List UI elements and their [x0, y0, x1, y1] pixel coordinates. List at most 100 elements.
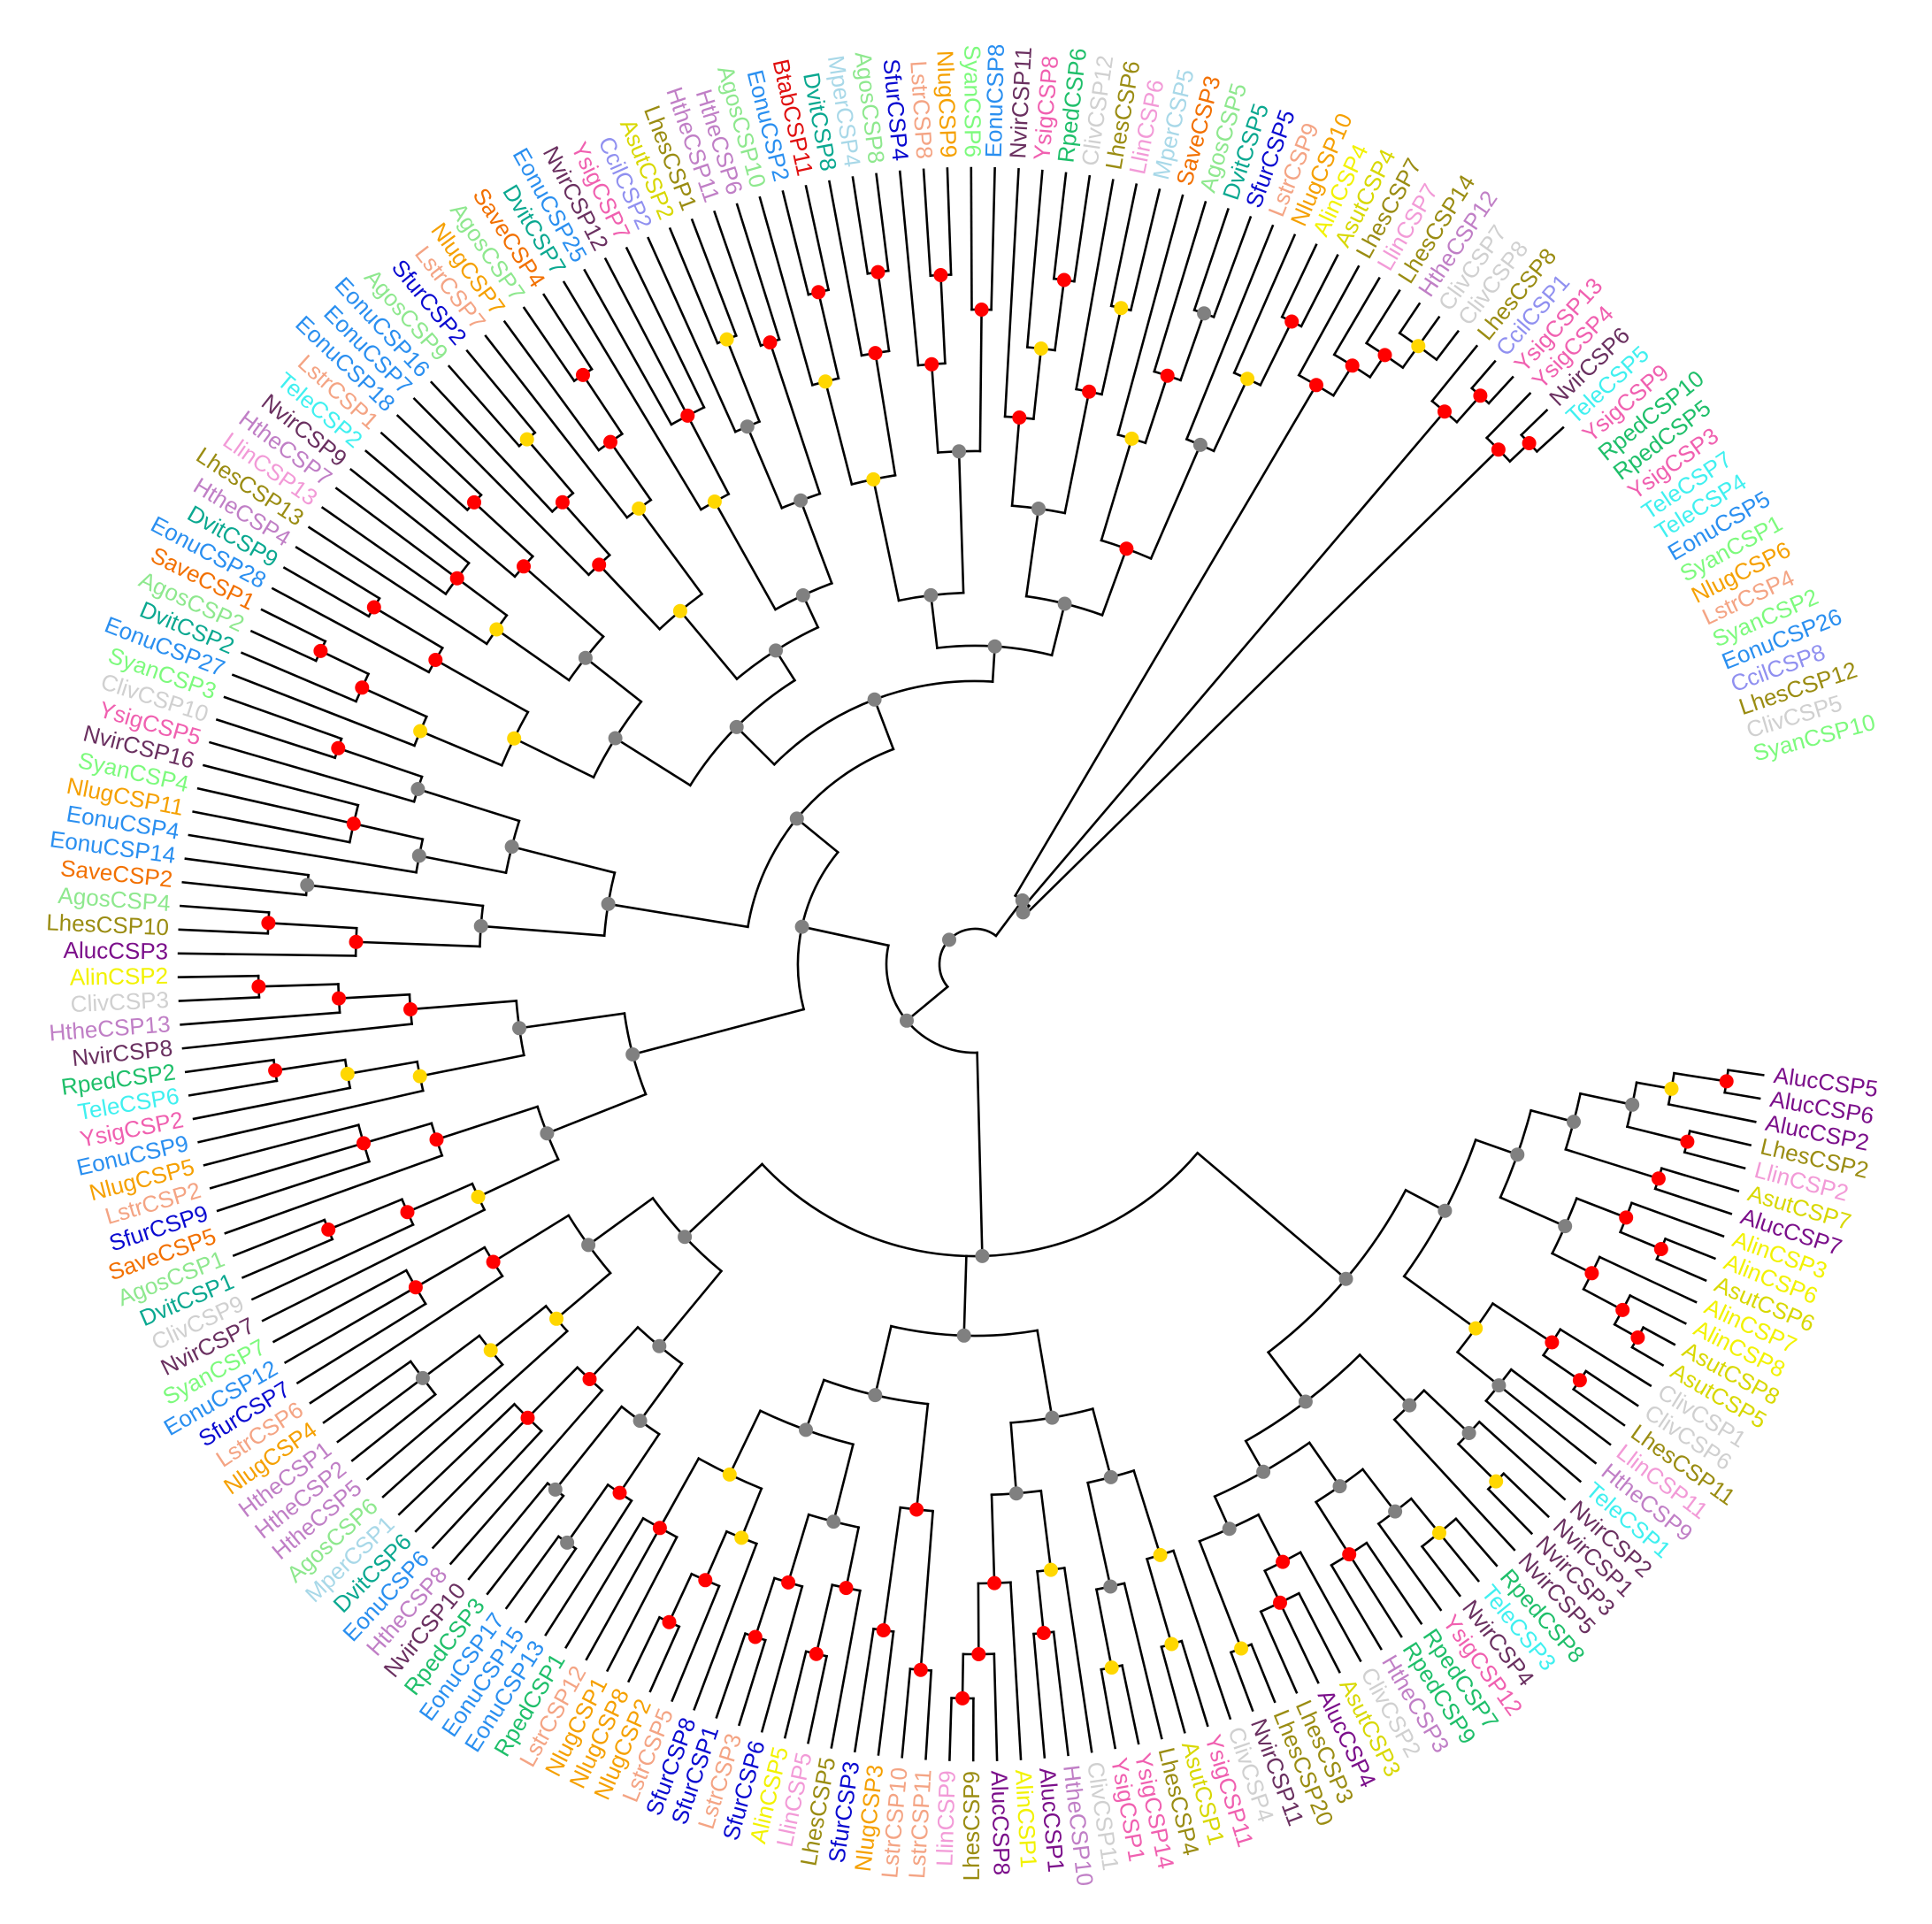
branch	[215, 717, 337, 760]
branch	[1297, 1591, 1341, 1674]
branch	[1094, 1588, 1114, 1669]
branch	[502, 319, 601, 452]
branch	[1024, 507, 1040, 598]
branch	[372, 605, 444, 650]
branch	[609, 440, 653, 502]
support-node-medium	[1124, 431, 1139, 446]
support-node-low	[729, 719, 744, 734]
branch	[799, 499, 833, 586]
support-node-low	[956, 1328, 971, 1343]
branch	[177, 974, 260, 979]
support-node-high	[971, 1647, 986, 1661]
branch	[693, 1542, 758, 1711]
support-node-high	[698, 1573, 713, 1588]
support-node-medium	[1489, 1474, 1504, 1489]
support-node-high	[486, 1254, 501, 1269]
support-node-low	[740, 419, 755, 434]
support-node-low	[1008, 1486, 1024, 1501]
branch	[1109, 183, 1138, 308]
branch	[871, 478, 901, 602]
tip-label: NlugCSP9	[932, 50, 962, 158]
support-node-high	[933, 268, 948, 282]
branch	[815, 1583, 834, 1656]
support-node-low	[625, 1047, 640, 1062]
branch	[1571, 1387, 1626, 1427]
branch	[830, 1589, 862, 1749]
branch	[1149, 443, 1202, 561]
branch	[1036, 1569, 1046, 1635]
branch	[553, 1405, 624, 1491]
support-node-high	[603, 434, 617, 449]
support-node-medium	[507, 731, 522, 746]
branch	[728, 1409, 763, 1476]
branch	[686, 414, 731, 496]
branch	[309, 1274, 504, 1405]
branch	[346, 1060, 419, 1076]
branch	[1619, 1230, 1663, 1251]
support-node-medium	[1432, 1525, 1446, 1540]
support-node-medium	[489, 622, 504, 637]
support-node-high	[268, 1063, 283, 1078]
support-node-medium	[818, 374, 833, 389]
branch	[1723, 1091, 1761, 1100]
branch	[350, 1392, 437, 1462]
branch	[412, 396, 591, 577]
support-node-low	[1057, 596, 1072, 611]
branch	[581, 373, 625, 436]
branch	[418, 1054, 525, 1078]
branch	[240, 651, 358, 703]
branch	[1655, 1257, 1707, 1283]
support-node-low	[1510, 1147, 1525, 1162]
branch	[1039, 1489, 1053, 1572]
branch	[946, 167, 953, 276]
branch	[1578, 1092, 1634, 1107]
branch	[1530, 1108, 1576, 1123]
support-node-low	[1491, 1378, 1506, 1393]
branch	[746, 425, 784, 510]
support-node-high	[400, 1205, 415, 1220]
support-node-low	[1015, 893, 1030, 908]
branch	[1123, 1582, 1163, 1740]
support-node-high	[1680, 1134, 1695, 1149]
support-node-low	[826, 1514, 841, 1529]
support-node-high	[1345, 358, 1360, 373]
branch	[1132, 1468, 1162, 1557]
support-node-high	[1719, 1074, 1734, 1089]
support-node-low	[608, 731, 623, 746]
support-node-high	[1619, 1210, 1634, 1225]
branch	[273, 1058, 347, 1072]
branch	[197, 1089, 425, 1144]
support-node-low	[1461, 1426, 1476, 1440]
branch	[783, 1650, 808, 1739]
branch	[192, 1086, 352, 1121]
support-node-high	[1273, 1595, 1287, 1610]
branch	[429, 380, 555, 514]
branch	[585, 1526, 662, 1661]
support-node-low	[1016, 905, 1031, 920]
support-node-high	[955, 1690, 970, 1706]
branch	[522, 306, 576, 383]
branch	[1025, 169, 1044, 349]
support-node-low	[987, 639, 1002, 654]
branch	[1376, 1522, 1443, 1612]
branch	[671, 1584, 721, 1703]
branch	[905, 985, 950, 1023]
branch	[337, 993, 411, 1000]
branch	[1300, 254, 1339, 328]
branch	[877, 271, 891, 353]
branch	[713, 500, 778, 611]
branch	[1358, 1353, 1412, 1407]
support-node-low	[1332, 1479, 1347, 1494]
branch	[365, 1362, 504, 1481]
support-node-high	[1438, 404, 1452, 419]
branch	[1484, 392, 1532, 440]
branch	[1195, 1151, 1348, 1281]
branch	[1486, 1487, 1534, 1536]
branch	[1256, 1513, 1284, 1564]
branch	[1100, 306, 1123, 396]
branch	[380, 431, 470, 512]
branch	[202, 763, 360, 807]
branch	[1364, 288, 1401, 345]
support-node-low	[632, 1414, 648, 1429]
support-node-high	[987, 1575, 1002, 1591]
